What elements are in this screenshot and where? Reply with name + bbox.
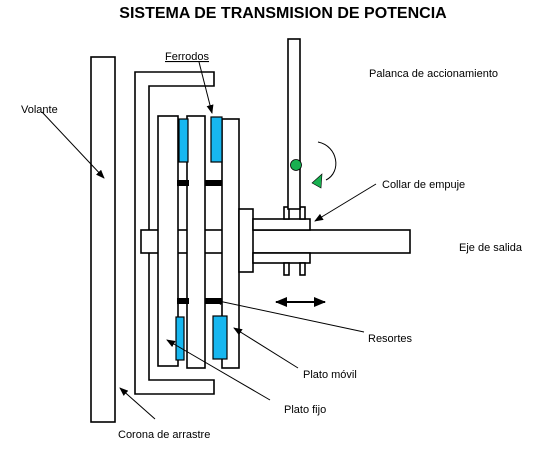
rotation-arc-icon: [317, 141, 337, 181]
label-resortes: Resortes: [368, 333, 413, 345]
collar-fork-bottom-right: [299, 262, 306, 276]
leader-plato-fijo: [166, 339, 271, 401]
label-plato-movil: Plato móvil: [303, 369, 357, 381]
corona-de-arrastre: [134, 71, 215, 395]
plato-movil-hub: [238, 208, 254, 273]
rotation-arrowhead-icon: [311, 173, 323, 189]
label-corona: Corona de arrastre: [118, 429, 210, 441]
eje-de-salida: [140, 229, 411, 254]
ferrodo-upper-1: [178, 118, 189, 163]
leader-plato-movil: [233, 327, 299, 369]
collar-de-empuje-lower: [252, 252, 311, 264]
label-collar: Collar de empuje: [382, 179, 465, 191]
leader-ferrodos: [198, 61, 214, 114]
leader-resortes: [213, 298, 365, 333]
diagram-title: SISTEMA DE TRANSMISION DE POTENCIA: [119, 5, 447, 22]
resorte-upper-2: [205, 180, 222, 186]
label-volante: Volante: [21, 104, 58, 116]
label-plato-fijo: Plato fijo: [284, 404, 326, 416]
label-eje: Eje de salida: [459, 242, 523, 254]
resorte-lower-1: [177, 298, 189, 304]
ferrodo-upper-2: [210, 116, 223, 163]
volante: [90, 56, 116, 423]
collar-fork-top-left: [283, 206, 290, 220]
leader-corona: [119, 387, 156, 420]
leader-volante: [41, 111, 105, 179]
ferrodo-lower-1: [175, 316, 185, 361]
collar-fork-top-right: [299, 206, 306, 220]
ferrodo-lower-2: [212, 315, 228, 360]
plato-fijo: [157, 115, 179, 367]
label-palanca: Palanca de accionamiento: [369, 68, 498, 80]
collar-fork-bottom-left: [283, 262, 290, 276]
label-ferrodos: Ferrodos: [165, 51, 210, 63]
plato-intermedio: [186, 115, 206, 369]
pivot-icon: [290, 159, 302, 171]
resorte-upper-1: [177, 180, 189, 186]
leader-collar: [314, 183, 377, 222]
palanca-de-accionamiento: [287, 38, 301, 210]
collar-de-empuje: [252, 218, 311, 231]
